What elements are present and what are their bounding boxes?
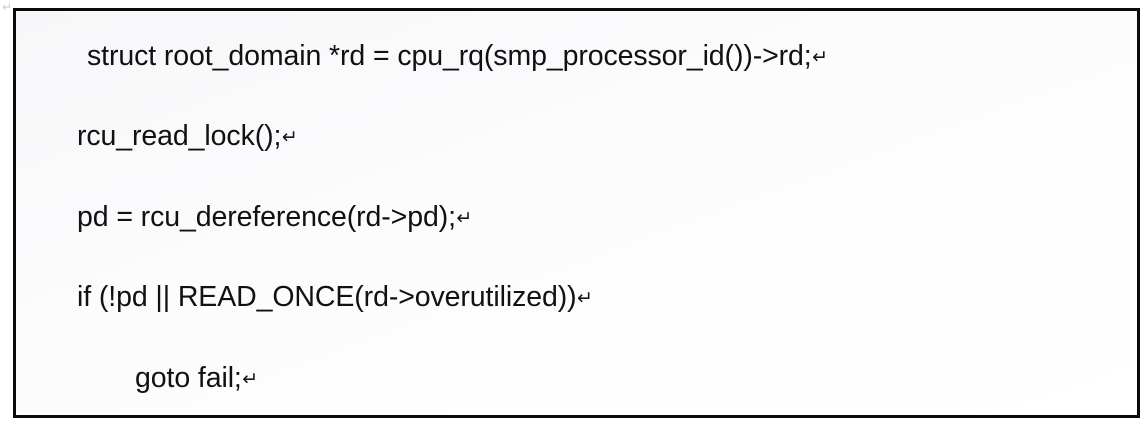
- code-line: rcu_read_lock();↵: [16, 117, 1137, 155]
- code-line-text: struct root_domain *rd = cpu_rq(smp_proc…: [87, 39, 812, 72]
- paragraph-return-icon: ↵: [456, 206, 473, 229]
- paragraph-return-icon: ↵: [577, 286, 593, 309]
- code-line-text: rcu_read_lock();: [77, 119, 282, 152]
- paragraph-return-icon: ↵: [281, 125, 298, 148]
- code-block: struct root_domain *rd = cpu_rq(smp_proc…: [16, 11, 1137, 415]
- code-line: pd = rcu_dereference(rd->pd);↵: [16, 198, 1137, 236]
- code-line-text: pd = rcu_dereference(rd->pd);: [77, 200, 456, 233]
- code-line: goto fail;↵: [16, 359, 1137, 397]
- code-line: if (!pd || READ_ONCE(rd->overutilized))↵: [16, 278, 1137, 316]
- stray-paragraph-mark-icon: ↵: [2, 0, 13, 14]
- paragraph-return-icon: ↵: [812, 45, 828, 68]
- code-block-frame: struct root_domain *rd = cpu_rq(smp_proc…: [13, 8, 1140, 418]
- code-line: struct root_domain *rd = cpu_rq(smp_proc…: [16, 37, 1137, 75]
- code-line-text: if (!pd || READ_ONCE(rd->overutilized)): [77, 280, 577, 313]
- code-line-text: goto fail;: [135, 361, 242, 394]
- paragraph-return-icon: ↵: [242, 367, 259, 390]
